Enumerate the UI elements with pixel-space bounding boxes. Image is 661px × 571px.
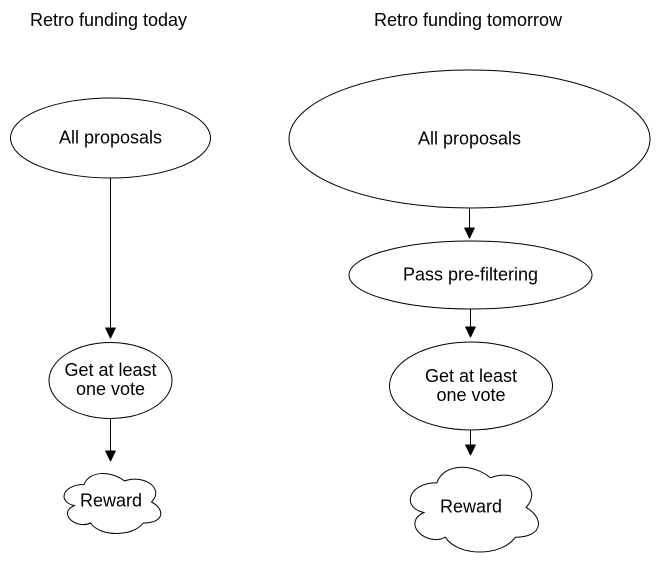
node-get-vote-today xyxy=(48,342,173,419)
cloud-shape xyxy=(409,466,539,553)
column-title-tomorrow: Retro funding tomorrow xyxy=(373,10,563,30)
node-label-get-vote-today: Get at least one vote xyxy=(64,360,157,399)
node-reward-cloud-tomorrow xyxy=(409,466,539,553)
node-label-all-proposals-tomorrow: All proposals xyxy=(417,128,522,149)
node-label-reward-tomorrow: Reward xyxy=(439,496,503,517)
node-label-reward-today: Reward xyxy=(79,490,143,511)
column-title-today: Retro funding today xyxy=(29,10,188,30)
node-all-proposals-today xyxy=(10,97,211,179)
node-pass-prefiltering xyxy=(348,240,593,310)
node-get-vote-tomorrow xyxy=(389,341,553,431)
cloud-shape xyxy=(63,473,162,534)
node-label-pass-prefiltering: Pass pre-filtering xyxy=(402,264,539,285)
node-reward-cloud-today xyxy=(63,473,162,534)
node-label-get-vote-tomorrow: Get at least one vote xyxy=(424,366,518,405)
node-label-all-proposals-today: All proposals xyxy=(58,127,163,148)
node-all-proposals-tomorrow xyxy=(288,69,651,209)
